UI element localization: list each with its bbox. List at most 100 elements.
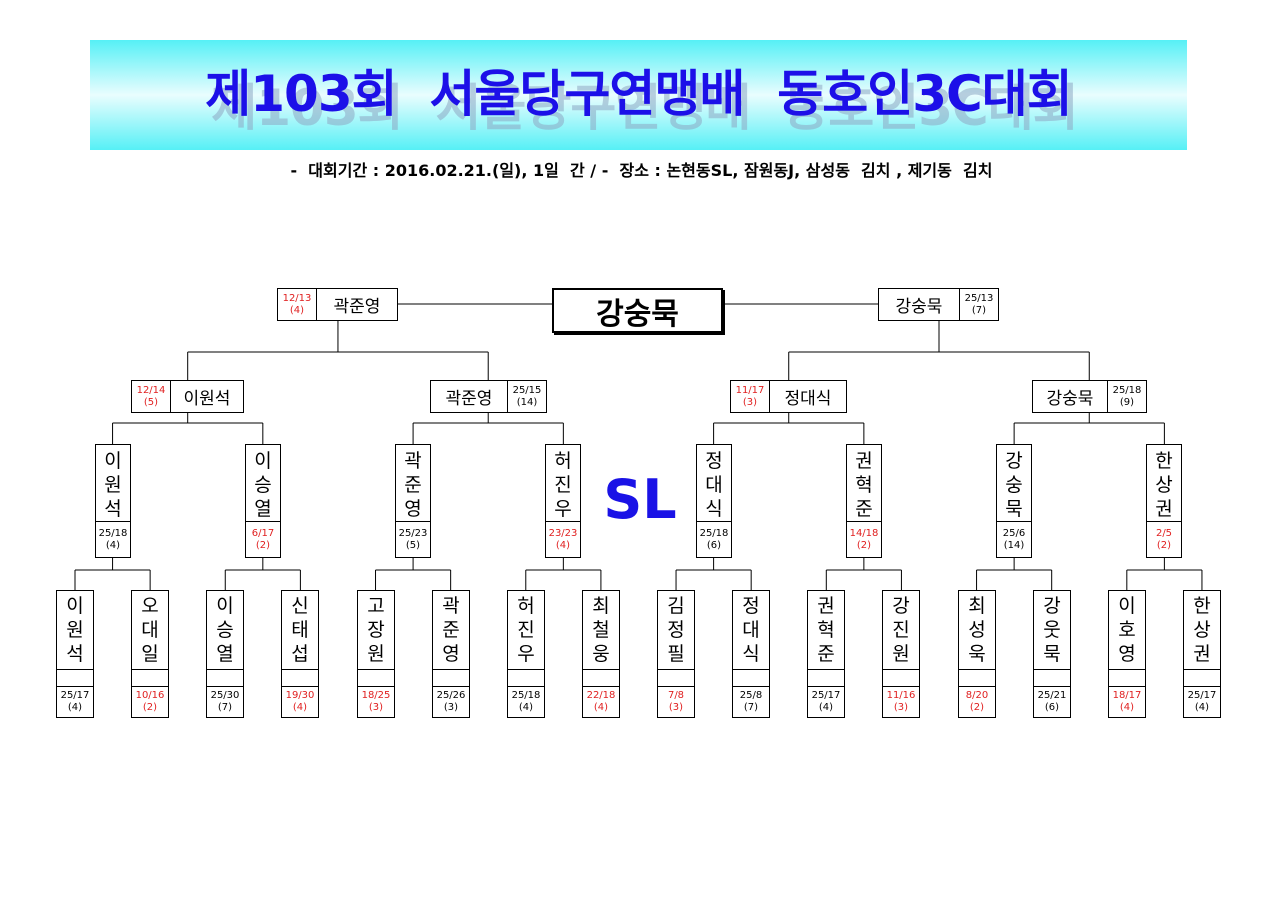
score-cell: 23/23(4): [546, 521, 580, 557]
innings-value: (7): [743, 702, 759, 713]
blank-cell: [1184, 669, 1220, 686]
score-value: 25/6: [1002, 527, 1026, 539]
player-name: 정대식: [742, 595, 760, 665]
player-name: 곽준영: [333, 297, 381, 317]
innings-value: (5): [405, 539, 421, 551]
innings-value: (4): [1194, 702, 1210, 713]
innings-value: (4): [818, 702, 834, 713]
player-name: 강숭묵: [1046, 389, 1094, 409]
score-cell: 25/18(4): [508, 686, 544, 717]
round16-player-box: 강숭묵 25/6(14): [996, 444, 1032, 558]
score-cell: 14/18(2): [847, 521, 881, 557]
score-cell: 25/15(14): [507, 381, 546, 412]
player-name: 강숭묵: [1005, 450, 1023, 520]
score-value: 8/20: [965, 690, 989, 701]
innings-value: (4): [593, 702, 609, 713]
score-value: 7/8: [667, 690, 685, 701]
score-cell: 25/13(7): [959, 289, 998, 320]
round32-player-box: 김정필 7/8(3): [657, 590, 695, 718]
blank-cell: [508, 669, 544, 686]
player-name: 이호영: [1118, 595, 1136, 665]
blank-cell: [282, 669, 318, 686]
player-name: 정대식: [705, 450, 723, 520]
player-name: 이원석: [66, 595, 84, 665]
innings-value: (2): [1156, 539, 1172, 551]
player-name: 최성욱: [968, 595, 986, 665]
round16-player-box: 곽준영 25/23(5): [395, 444, 431, 558]
player-name: 한상권: [1155, 450, 1173, 520]
innings-value: (3): [368, 702, 384, 713]
score-cell: 25/21(6): [1034, 686, 1070, 717]
title-banner: 제103회 서울당구연맹배 동호인3C대회 제103회 서울당구연맹배 동호인3…: [90, 40, 1187, 150]
player-name: 이원석: [183, 389, 231, 409]
round32-player-box: 이원석 25/17(4): [56, 590, 94, 718]
score-cell: 6/17(2): [246, 521, 280, 557]
blank-cell: [733, 669, 769, 686]
score-cell: 12/14(5): [132, 381, 171, 412]
score-value: 25/17: [60, 690, 90, 701]
score-value: 12/14: [136, 384, 166, 396]
score-cell: 25/18(6): [697, 521, 731, 557]
score-value: 25/23: [398, 527, 428, 539]
score-value: 25/17: [1187, 690, 1217, 701]
innings-value: (2): [969, 702, 985, 713]
score-cell: 2/5(2): [1147, 521, 1181, 557]
round32-player-box: 고장원 18/25(3): [357, 590, 395, 718]
score-value: 25/17: [811, 690, 841, 701]
blank-cell: [959, 669, 995, 686]
innings-value: (7): [971, 304, 987, 316]
score-cell: 10/16(2): [132, 686, 168, 717]
round32-player-box: 오대일 10/16(2): [131, 590, 169, 718]
score-cell: 11/17(3): [731, 381, 770, 412]
blank-cell: [883, 669, 919, 686]
round32-player-box: 최성욱 8/20(2): [958, 590, 996, 718]
score-value: 18/25: [361, 690, 391, 701]
score-value: 25/26: [436, 690, 466, 701]
champion-box: 강숭묵: [552, 288, 723, 333]
score-value: 25/13: [964, 292, 994, 304]
blank-cell: [358, 669, 394, 686]
player-name: 오대일: [141, 595, 159, 665]
score-cell: 12/13(4): [278, 289, 317, 320]
score-cell: 18/25(3): [358, 686, 394, 717]
innings-value: (4): [1119, 702, 1135, 713]
score-value: 19/30: [285, 690, 315, 701]
innings-value: (14): [1003, 539, 1025, 551]
score-value: 25/21: [1037, 690, 1067, 701]
score-value: 25/18: [699, 527, 729, 539]
player-name: 고장원: [367, 595, 385, 665]
score-cell: 25/8(7): [733, 686, 769, 717]
blank-cell: [132, 669, 168, 686]
page-title: 제103회 서울당구연맹배 동호인3C대회: [205, 65, 1072, 123]
player-name: 강웃묵: [1043, 595, 1061, 665]
score-value: 10/16: [135, 690, 165, 701]
innings-value: (6): [1044, 702, 1060, 713]
venue-label: SL: [603, 468, 677, 531]
round32-player-box: 정대식 25/8(7): [732, 590, 770, 718]
score-cell: 25/17(4): [1184, 686, 1220, 717]
innings-value: (14): [516, 396, 538, 408]
score-cell: 11/16(3): [883, 686, 919, 717]
innings-value: (4): [518, 702, 534, 713]
player-name: 이승열: [254, 450, 272, 520]
innings-value: (2): [255, 539, 271, 551]
score-value: 25/18: [511, 690, 541, 701]
blank-cell: [658, 669, 694, 686]
blank-cell: [57, 669, 93, 686]
player-name: 곽준영: [404, 450, 422, 520]
player-name: 허진우: [554, 450, 572, 520]
innings-value: (7): [217, 702, 233, 713]
player-name: 권혁준: [855, 450, 873, 520]
player-name: 김정필: [667, 595, 685, 665]
score-cell: 25/17(4): [57, 686, 93, 717]
innings-value: (3): [668, 702, 684, 713]
semifinal-player-box: 12/13(4) 곽준영: [277, 288, 398, 321]
innings-value: (4): [555, 539, 571, 551]
innings-value: (3): [443, 702, 459, 713]
score-value: 11/17: [735, 384, 765, 396]
